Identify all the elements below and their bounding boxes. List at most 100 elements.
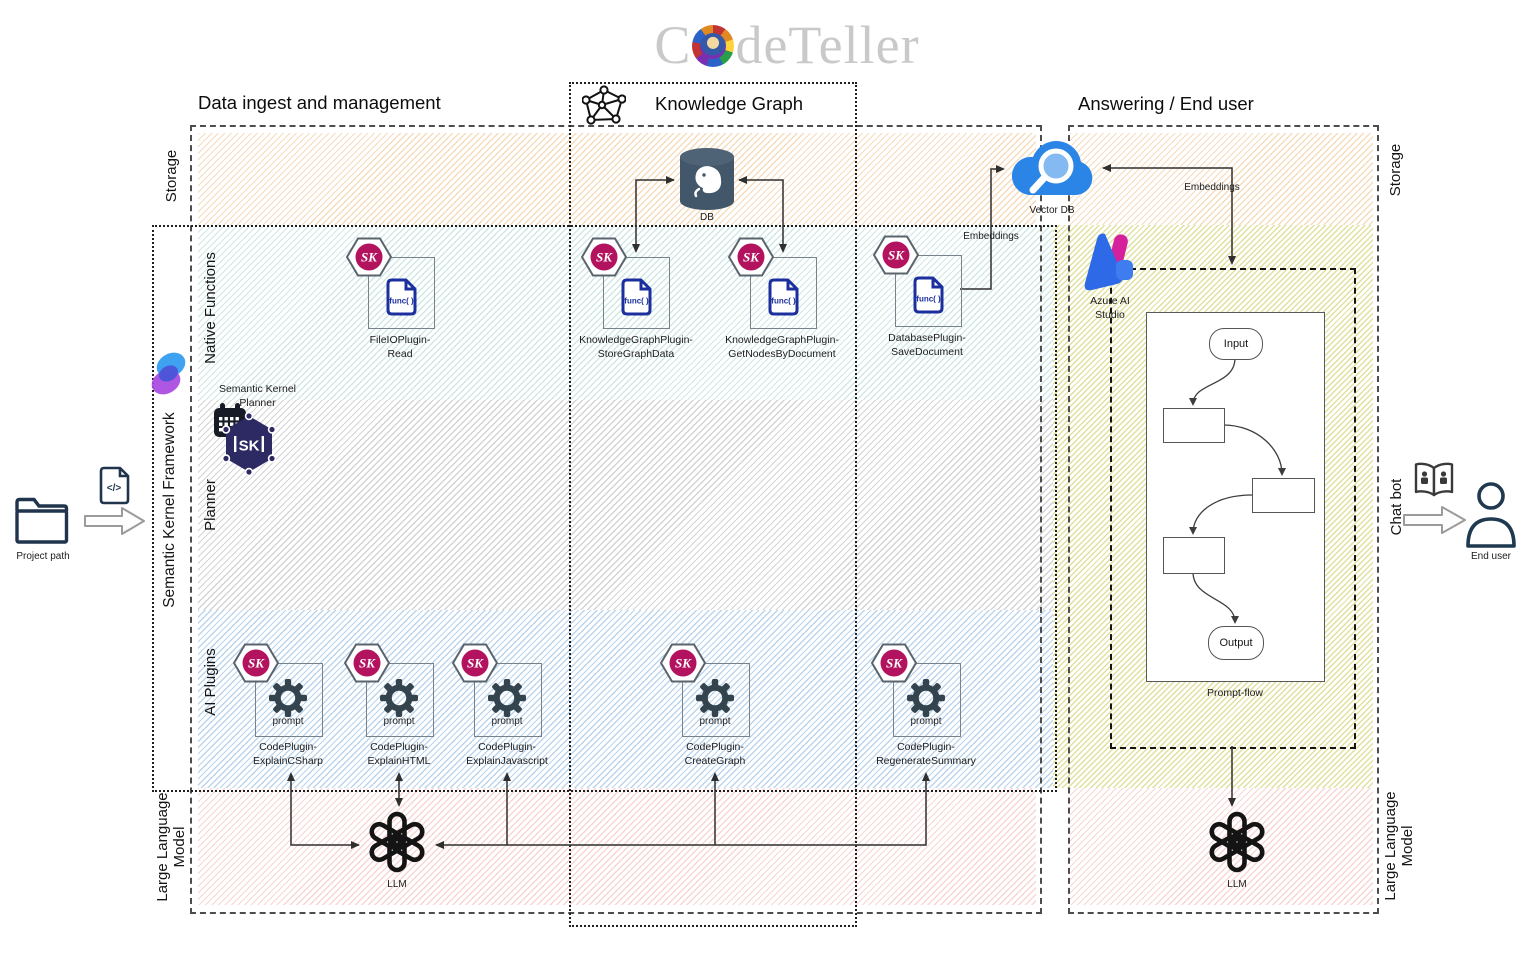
project-folder-icon bbox=[15, 497, 69, 544]
svg-text:SK: SK bbox=[467, 656, 484, 671]
chat-bot-book-icon bbox=[1414, 462, 1454, 497]
node-label: KnowledgeGraphPlugin- StoreGraphData bbox=[579, 334, 693, 360]
svg-text:func( ): func( ) bbox=[624, 297, 649, 306]
promptflow-input-node: Input bbox=[1209, 328, 1263, 360]
label-native-functions: Native Functions bbox=[202, 252, 220, 364]
svg-text:SK: SK bbox=[248, 656, 265, 671]
promptflow-caption: Prompt-flow bbox=[1206, 687, 1263, 699]
semantic-kernel-badge-icon: SK bbox=[233, 643, 279, 683]
answering-boundary bbox=[1068, 125, 1379, 914]
embeddings-label-left: Embeddings bbox=[963, 231, 1019, 242]
prompt-label: prompt bbox=[910, 716, 942, 727]
label-llm-right: Large Language Model bbox=[1381, 791, 1416, 901]
label-storage-right: Storage bbox=[1387, 143, 1405, 197]
vector-db-cloud-icon bbox=[1011, 141, 1093, 195]
postgres-db-icon bbox=[680, 148, 734, 210]
svg-text:SK: SK bbox=[886, 656, 903, 671]
semantic-kernel-planner-hexagon-icon: SK bbox=[221, 413, 277, 475]
end-user-icon bbox=[1466, 482, 1516, 548]
semantic-kernel-badge-icon: SK bbox=[871, 643, 917, 683]
svg-text:</>: </> bbox=[107, 483, 122, 494]
vector-db-label: Vector DB bbox=[1029, 205, 1075, 216]
llm-band-right bbox=[1070, 788, 1373, 905]
label-storage-left: Storage bbox=[163, 149, 181, 203]
gear-icon bbox=[907, 679, 945, 717]
func-file-icon: func( ) bbox=[386, 278, 417, 316]
semantic-kernel-badge-icon: SK bbox=[728, 237, 774, 277]
node-explain-javascript bbox=[474, 663, 542, 737]
node-explain-html bbox=[366, 663, 434, 737]
node-label: CodePlugin- ExplainHTML bbox=[367, 741, 431, 767]
node-database-savedocument bbox=[895, 255, 962, 327]
storage-band-left bbox=[198, 133, 1036, 225]
title-suffix: deTeller bbox=[735, 15, 920, 75]
end-user-label: End user bbox=[1470, 551, 1512, 562]
semantic-kernel-badge-icon: SK bbox=[346, 237, 392, 277]
semantic-kernel-badge-icon: SK bbox=[873, 235, 919, 275]
planner-band bbox=[198, 400, 1053, 610]
flow-arrow-icon bbox=[84, 507, 145, 535]
planner-label: Semantic Kernel Planner bbox=[218, 383, 297, 409]
promptflow-step-node bbox=[1163, 537, 1225, 574]
header-answering: Answering / End user bbox=[1078, 93, 1254, 114]
svg-text:SK: SK bbox=[361, 250, 378, 265]
llm-label-right: LLM bbox=[1227, 879, 1247, 890]
embeddings-label-right: Embeddings bbox=[1184, 182, 1240, 193]
node-label: FileIOPlugin- Read bbox=[369, 334, 431, 360]
gear-icon bbox=[696, 679, 734, 717]
header-knowledge-graph: Knowledge Graph bbox=[655, 93, 804, 114]
header-data-ingest: Data ingest and management bbox=[198, 92, 441, 113]
svg-text:func( ): func( ) bbox=[389, 297, 414, 306]
func-file-icon: func( ) bbox=[913, 276, 944, 314]
code-file-icon: </> bbox=[99, 466, 130, 505]
func-file-icon: func( ) bbox=[768, 278, 799, 316]
node-label: CodePlugin- ExplainJavascript bbox=[466, 741, 548, 767]
promptflow-step-node bbox=[1163, 408, 1225, 443]
gear-icon bbox=[488, 679, 526, 717]
svg-text:SK: SK bbox=[888, 248, 905, 263]
node-create-graph bbox=[682, 663, 750, 737]
network-graph-icon bbox=[582, 85, 626, 125]
node-regenerate-summary bbox=[893, 663, 961, 737]
azure-ai-studio-label: Azure AI Studio bbox=[1090, 295, 1130, 321]
wizard-logo-icon bbox=[692, 25, 735, 67]
prompt-label: prompt bbox=[491, 716, 523, 727]
prompt-label: prompt bbox=[272, 716, 304, 727]
data-ingest-boundary bbox=[190, 125, 1042, 914]
svg-text:SK: SK bbox=[675, 656, 692, 671]
svg-text:func( ): func( ) bbox=[771, 297, 796, 306]
node-kg-getnodes bbox=[750, 257, 817, 329]
prompt-label: prompt bbox=[699, 716, 731, 727]
node-label: KnowledgeGraphPlugin- GetNodesByDocument bbox=[725, 334, 839, 360]
svg-text:SK: SK bbox=[239, 438, 260, 455]
knowledge-graph-boundary bbox=[569, 82, 857, 927]
db-label: DB bbox=[700, 212, 714, 223]
gear-icon bbox=[380, 679, 418, 717]
project-path-label: Project path bbox=[16, 551, 70, 562]
func-file-icon: func( ) bbox=[621, 278, 652, 316]
prompt-label: prompt bbox=[383, 716, 415, 727]
openai-llm-icon bbox=[369, 811, 425, 873]
label-semantic-kernel-framework: Semantic Kernel Framework bbox=[161, 412, 179, 608]
svg-text:func( ): func( ) bbox=[916, 295, 941, 304]
svg-text:SK: SK bbox=[359, 656, 376, 671]
semantic-kernel-logo-icon bbox=[151, 352, 186, 395]
azure-ai-studio-icon bbox=[1084, 233, 1133, 291]
node-fileio-read bbox=[368, 257, 435, 329]
svg-text:SK: SK bbox=[743, 250, 760, 265]
node-label: DatabasePlugin- SaveDocument bbox=[888, 332, 966, 358]
azure-ai-studio-boundary bbox=[1110, 268, 1356, 749]
semantic-kernel-badge-icon: SK bbox=[452, 643, 498, 683]
llm-label-left: LLM bbox=[387, 879, 407, 890]
node-label: CodePlugin- ExplainCSharp bbox=[252, 741, 324, 767]
node-label: CodePlugin- RegenerateSummary bbox=[876, 741, 976, 767]
title-prefix: C bbox=[654, 15, 692, 75]
node-explain-csharp bbox=[255, 663, 323, 737]
promptflow-step-node bbox=[1252, 478, 1315, 513]
semantic-kernel-badge-icon: SK bbox=[344, 643, 390, 683]
gear-icon bbox=[269, 679, 307, 717]
flow-arrow-icon bbox=[1403, 506, 1466, 534]
semantic-kernel-badge-icon: SK bbox=[581, 237, 627, 277]
